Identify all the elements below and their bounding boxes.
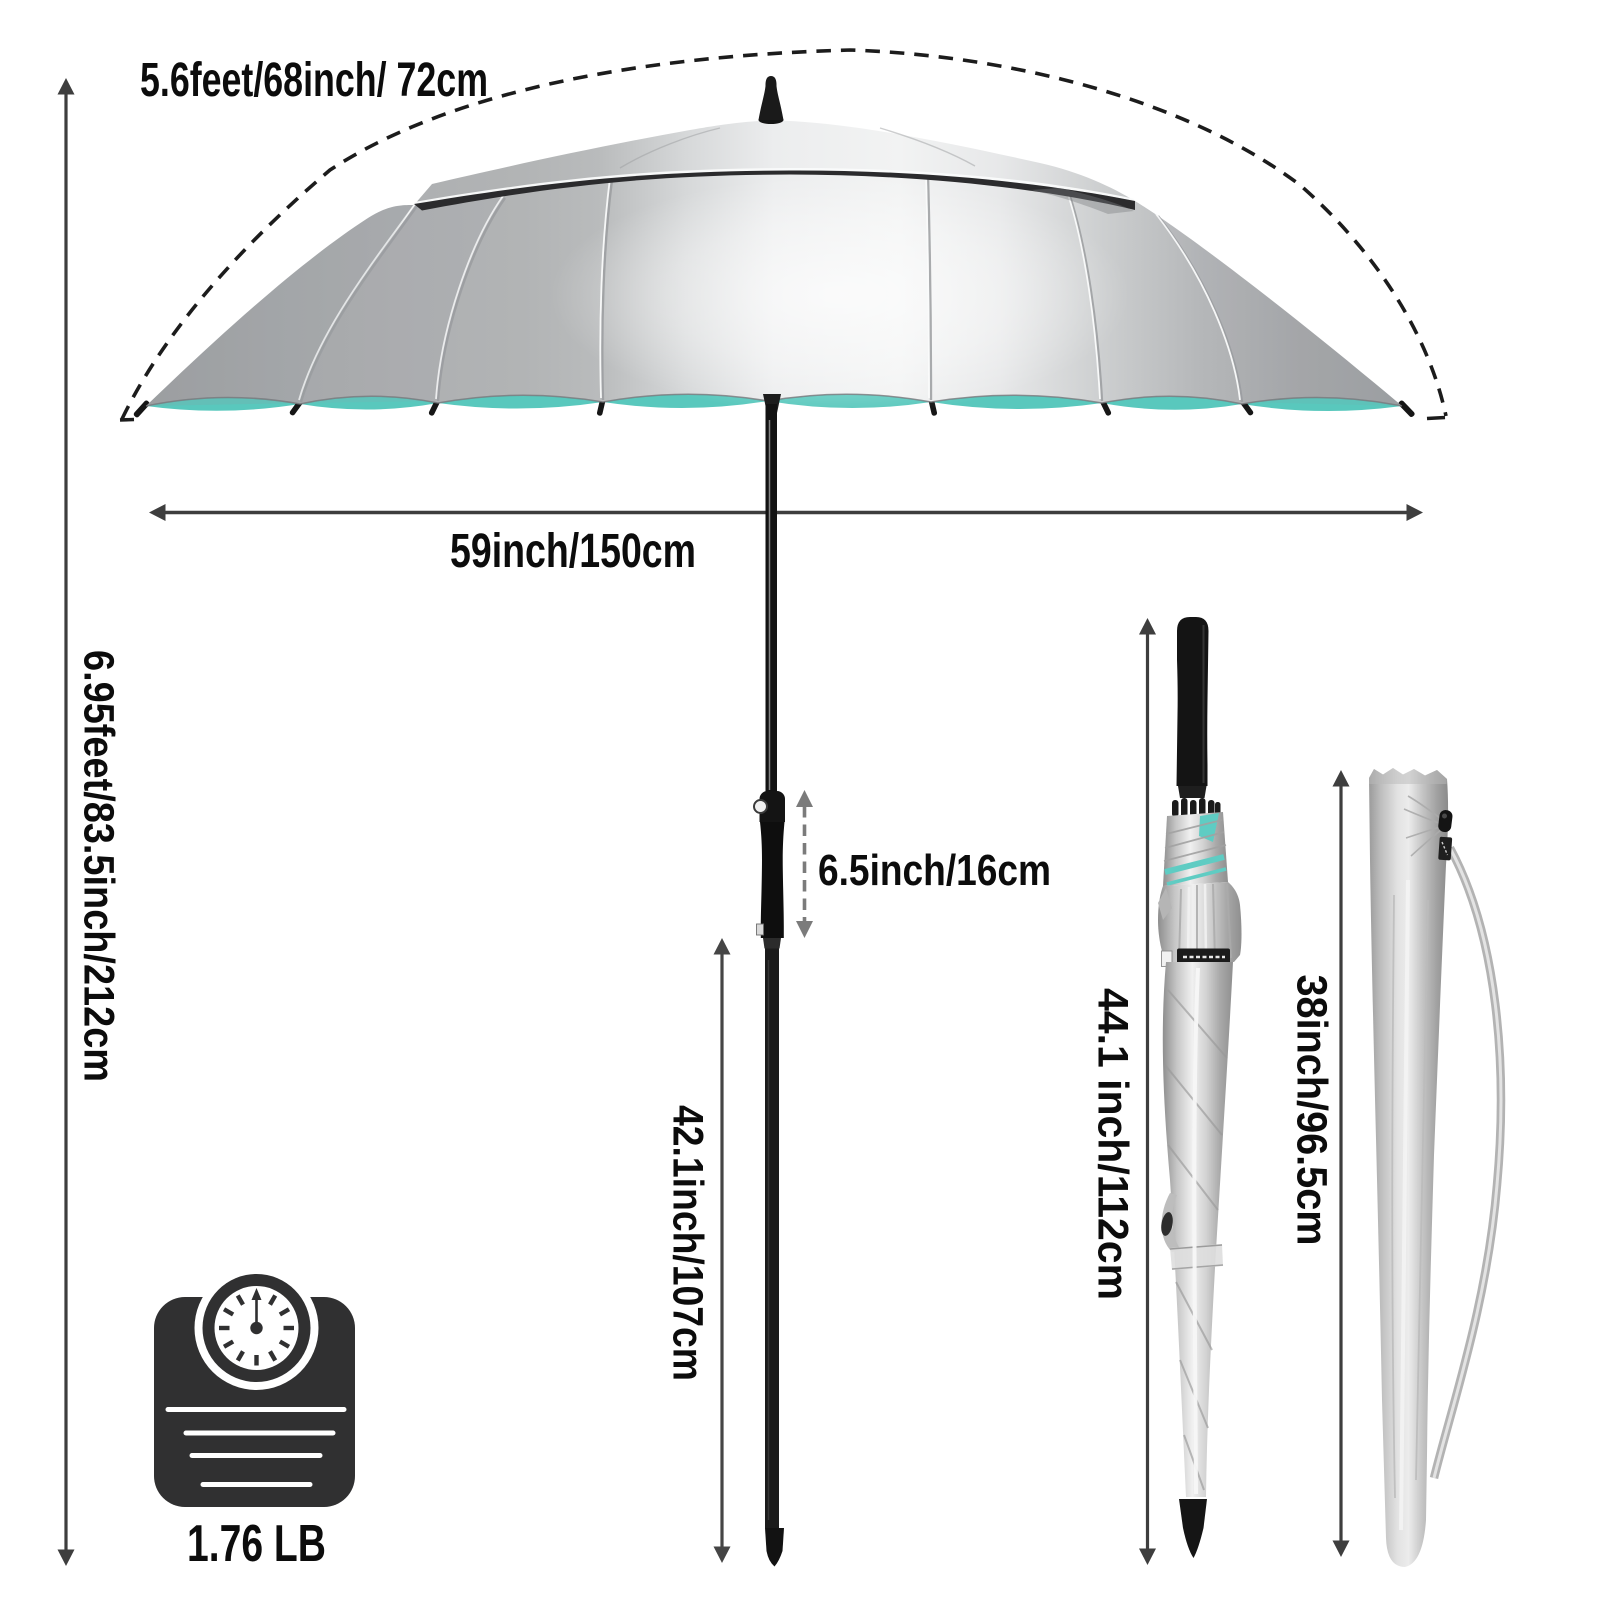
- svg-text:44.1 inch/112cm: 44.1 inch/112cm: [1089, 988, 1137, 1300]
- svg-text:59inch/150cm: 59inch/150cm: [450, 525, 696, 578]
- svg-text:1.76 LB: 1.76 LB: [187, 1515, 326, 1573]
- svg-text:38inch/96.5cm: 38inch/96.5cm: [1288, 975, 1336, 1246]
- svg-text:6.95feet/83.5inch/212cm: 6.95feet/83.5inch/212cm: [75, 650, 123, 1082]
- svg-text:42.1inch/107cm: 42.1inch/107cm: [664, 1105, 712, 1381]
- svg-text:5.6feet/68inch/ 72cm: 5.6feet/68inch/ 72cm: [140, 54, 488, 107]
- svg-text:6.5inch/16cm: 6.5inch/16cm: [818, 846, 1051, 895]
